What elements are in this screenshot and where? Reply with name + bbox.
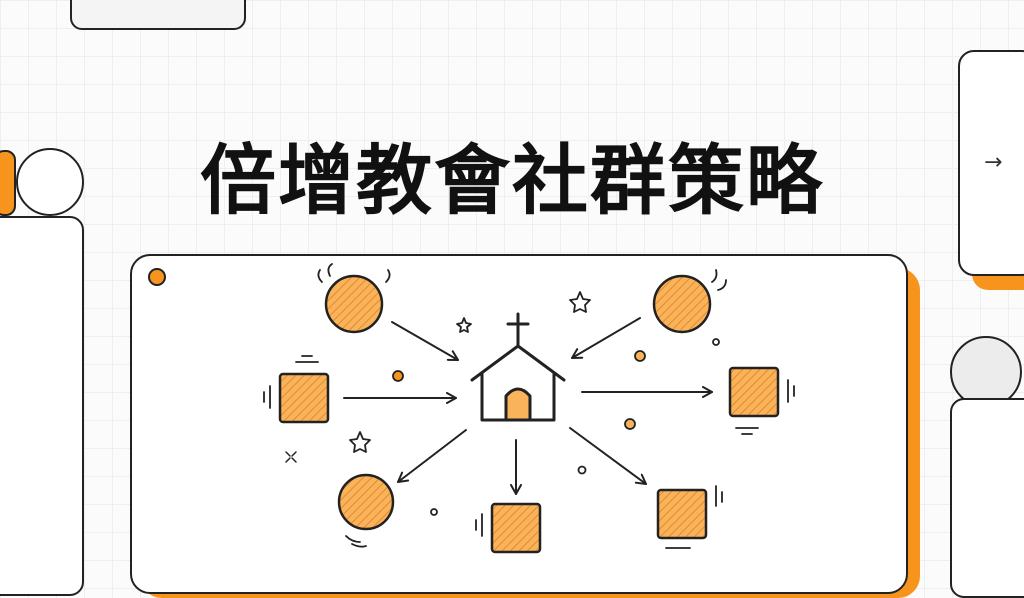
left-side-panel [0,216,84,596]
arrows [343,317,713,495]
circle-node-icon [337,473,395,531]
right-circle-decoration [950,336,1022,408]
motion-lines [263,263,795,549]
church-network-illustration [263,263,795,554]
arrow-out-bottom-left [397,429,467,483]
arrow-in-top-right [571,317,641,359]
circle-node-icon [652,274,712,334]
right-side-panel [950,398,1024,598]
church-icon [470,312,566,422]
square-node-icon [728,366,780,418]
star-icon [349,291,591,453]
dots [392,338,720,516]
square-node-icon [656,488,708,540]
square-node-icon [278,372,330,424]
page-title: 倍增教會社群策略 [200,135,824,225]
corner-dot-decoration [148,268,166,286]
left-circle-decoration [16,148,84,216]
top-card [70,0,246,30]
circle-node-icon [324,274,384,334]
arrow-right-icon[interactable]: → [984,150,1003,175]
left-orange-tab [0,150,16,216]
sparkle-icon [285,451,297,463]
arrow-out-bottom-right [569,427,647,485]
square-node-icon [490,502,542,554]
arrow-in-top-left [391,321,459,361]
next-slide-card[interactable] [958,50,1024,276]
